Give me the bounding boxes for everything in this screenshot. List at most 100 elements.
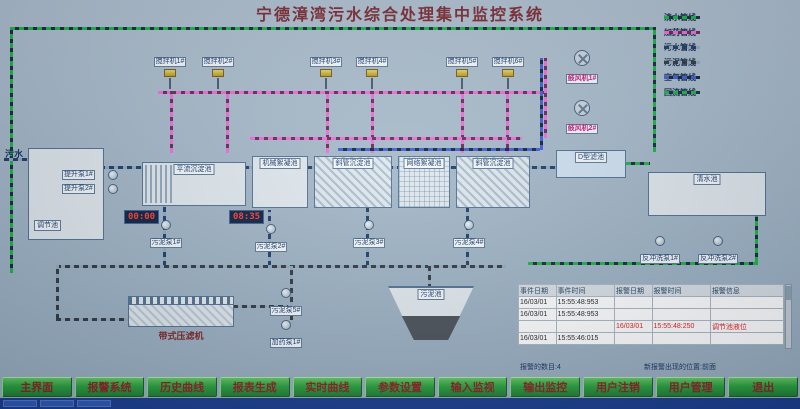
mixer-1-label: 搅拌机1# <box>153 57 187 67</box>
air-line-swatch <box>664 76 700 79</box>
taskbar-item[interactable] <box>3 400 37 407</box>
alarm-row-active[interactable]: 16/03/01 15:55:48:250 调节池液位 <box>518 320 785 333</box>
lift-pump-2-icon[interactable] <box>108 184 118 194</box>
alarm-cell <box>613 332 653 345</box>
tank-mechanical-flocculation-label: 机械絮凝池 <box>259 158 301 169</box>
pipe-dosing-blower-drop <box>544 58 547 138</box>
alarm-row[interactable]: 16/03/01 15:55:48:953 <box>518 296 785 309</box>
nav-exit-button[interactable]: 退出 <box>728 377 799 397</box>
alarm-row[interactable]: 16/03/01 15:55:48:953 <box>518 308 785 321</box>
alarm-cell <box>709 308 785 321</box>
nav-alarm-system-button[interactable]: 报警系统 <box>74 377 145 397</box>
nav-main-button[interactable]: 主界面 <box>2 377 72 397</box>
nav-user-logout-button[interactable]: 用户注销 <box>583 377 653 397</box>
sludge-pump-2[interactable]: 污泥泵2# <box>249 224 293 253</box>
tank-d-filter: D型滤池 <box>556 150 626 178</box>
timer-1: 00:00 <box>124 210 160 224</box>
mixer-icon <box>366 69 378 77</box>
mixer-1[interactable]: 搅拌机1# <box>148 50 192 77</box>
alarm-cell <box>613 296 653 309</box>
mixer-2[interactable]: 搅拌机2# <box>196 50 240 77</box>
alarm-scrollbar[interactable] <box>785 284 792 349</box>
pipe-dfilter-outlet <box>626 162 650 165</box>
legend-row: 空气管线 <box>664 70 700 85</box>
nav-report-button[interactable]: 报表生成 <box>219 377 290 397</box>
tank-inclined-tube-1: 斜管沉淀池 <box>314 156 392 208</box>
nav-output-monitor-button[interactable]: 输出监控 <box>510 377 581 397</box>
sludge-pump-4[interactable]: 污泥泵4# <box>447 220 491 249</box>
tank-sludge-pool-label: 污泥池 <box>417 289 445 300</box>
alarm-cell: 16/03/01 <box>518 308 557 321</box>
alarm-cell: 16/03/01 <box>518 296 557 309</box>
return-line-swatch <box>664 91 700 94</box>
tank-sludge-pool: 污泥池 <box>388 286 474 340</box>
alarm-col-header: 报警日期 <box>613 284 653 297</box>
sewage-inlet-label: 污水 <box>5 149 24 159</box>
pipe-legend: 清水管线 加药管线 污水管线 污泥管线 空气管线 回流管线 <box>664 10 700 100</box>
dosing-pump-1[interactable]: 加药泵1# <box>262 320 310 349</box>
scrollbar-thumb[interactable] <box>786 286 791 300</box>
mixer-6-label: 搅拌机6# <box>491 57 525 67</box>
alarm-cell: 15:55:48:953 <box>555 296 615 309</box>
sludge-level <box>401 316 461 340</box>
pipe-sewage-inlet <box>4 158 30 161</box>
tank-inclined-tube-2: 斜管沉淀池 <box>456 156 530 208</box>
tank-grid-flocculation-label: 网络絮凝池 <box>403 158 445 169</box>
alarm-cell <box>613 308 653 321</box>
mixer-3[interactable]: 搅拌机3# <box>304 50 348 77</box>
nav-user-manage-button[interactable]: 用户管理 <box>655 377 726 397</box>
alarm-cell: 15:55:46:015 <box>555 332 615 345</box>
alarm-cell: 16/03/01 <box>518 332 557 345</box>
os-taskbar <box>0 398 800 409</box>
alarm-row[interactable]: 16/03/01 15:55:46:015 <box>518 332 785 345</box>
taskbar-item[interactable] <box>77 400 111 407</box>
legend-row: 清水管线 <box>664 10 700 25</box>
pipe-dosing-secondary <box>250 137 522 140</box>
blower-2[interactable]: 鼓风机2# <box>560 100 604 135</box>
page-title: 宁德漳湾污水综合处理集中监控系统 <box>255 7 544 24</box>
bottom-nav-bar: 主界面 报警系统 历史曲线 报表生成 实时曲线 参数设置 输入监视 输出监控 用… <box>0 376 800 398</box>
pipe-sewage-drop-1 <box>163 204 166 266</box>
backwash-pump-1[interactable]: 反冲洗泵1# <box>634 236 686 265</box>
pipe-sewage-drop-3 <box>366 204 369 266</box>
mixer-2-label: 搅拌机2# <box>201 57 235 67</box>
alarm-cell <box>555 320 615 333</box>
tank-grid-flocculation: 网络絮凝池 <box>398 156 450 208</box>
mixer-5[interactable]: 搅拌机5# <box>440 50 484 77</box>
tank-clear-water: 清水池 <box>648 172 766 216</box>
alarm-col-header: 事件日期 <box>518 284 557 297</box>
alarm-col-header: 事件时间 <box>555 284 615 297</box>
mixer-5-label: 搅拌机5# <box>445 57 479 67</box>
sludge-pump-1-label: 污泥泵1# <box>149 238 183 248</box>
sludge-pump-5[interactable]: 污泥泵5# <box>262 288 310 317</box>
lift-pump-1-icon[interactable] <box>108 170 118 180</box>
backwash-pump-2[interactable]: 反冲洗泵2# <box>692 236 744 265</box>
nav-realtime-curve-button[interactable]: 实时曲线 <box>292 377 363 397</box>
alarm-cell <box>709 332 785 345</box>
nav-parameter-button[interactable]: 参数设置 <box>365 377 435 397</box>
pipe-clean-water-top <box>10 27 656 30</box>
blower-icon <box>574 50 590 66</box>
mixer-4[interactable]: 搅拌机4# <box>350 50 394 77</box>
tank-regulation: 调节池 <box>28 148 104 240</box>
mixer-6[interactable]: 搅拌机6# <box>486 50 530 77</box>
tank-regulation-label: 调节池 <box>34 220 61 231</box>
dosing-line-swatch <box>664 31 700 34</box>
alarm-table[interactable]: 事件日期 事件时间 报警日期 报警时间 报警信息 16/03/01 15:55:… <box>518 284 785 345</box>
pipe-dosing-drop-2 <box>226 91 229 153</box>
nav-history-curve-button[interactable]: 历史曲线 <box>147 377 217 397</box>
sludge-pump-3[interactable]: 污泥泵3# <box>347 220 391 249</box>
legend-row: 污水管线 <box>664 40 700 55</box>
nav-input-monitor-button[interactable]: 输入监视 <box>437 377 508 397</box>
belt-filter-press-label: 带式压滤机 <box>158 331 204 341</box>
sludge-pump-1[interactable]: 污泥泵1# <box>144 220 188 249</box>
sewage-line-swatch <box>664 46 700 49</box>
taskbar-item[interactable] <box>40 400 74 407</box>
mixer-icon <box>502 69 514 77</box>
blower-1[interactable]: 鼓风机1# <box>560 50 604 85</box>
pipe-clean-water-right-drop <box>653 27 656 152</box>
alarm-count: 报警的数目:4 <box>520 364 561 371</box>
alarm-header-row: 事件日期 事件时间 报警日期 报警时间 报警信息 <box>518 284 785 297</box>
pump-icon <box>281 320 291 330</box>
